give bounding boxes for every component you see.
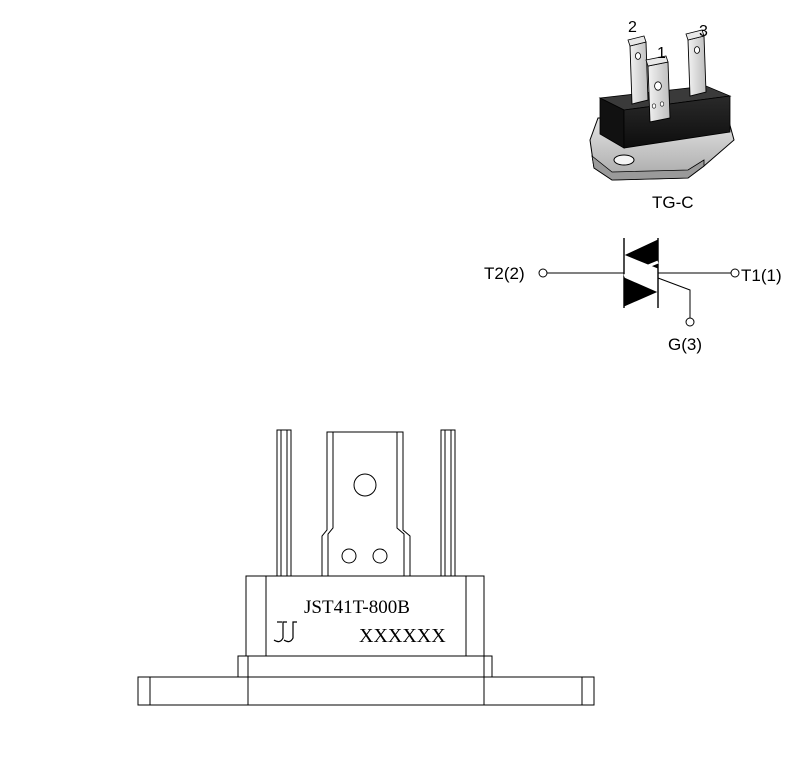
t1-label: T1(1) (741, 266, 782, 285)
outline-tab-hole (353, 473, 377, 497)
t2-terminal-circle (538, 268, 548, 278)
outline-pin-left (276, 429, 292, 577)
package-pin-2 (627, 35, 649, 105)
pin-1-label: 1 (657, 45, 666, 62)
gate-terminal-circle (685, 317, 695, 327)
outline-pin-center (321, 431, 411, 577)
triac-symbol (538, 238, 740, 327)
gate-label: G(3) (668, 335, 702, 354)
t2-label: T2(2) (484, 264, 525, 283)
package-3d-illustration: 2 1 3 TG-C (589, 19, 735, 212)
triac-triangle-lower (623, 277, 658, 307)
part-number-marking: JST41T-800B (304, 597, 410, 618)
package-mounting-hole (613, 154, 635, 166)
outline-pin-right (440, 429, 456, 577)
outline-step (237, 655, 493, 678)
triac-triangle-upper (624, 239, 659, 269)
package-outline-drawing (137, 429, 595, 706)
outline-small-hole-right (372, 548, 388, 564)
manufacturer-logo (273, 621, 297, 643)
lot-code-marking: XXXXXX (359, 625, 446, 647)
t1-terminal-circle (730, 268, 740, 278)
outline-small-hole-left (341, 548, 357, 564)
package-base-front (591, 155, 705, 181)
gate-lead (657, 277, 691, 318)
pin-2-label: 2 (628, 19, 637, 36)
package-pin-1 (645, 55, 671, 123)
pin-3-label: 3 (699, 23, 708, 40)
triac-separator (623, 260, 659, 278)
outline-flange (137, 676, 595, 706)
package-pin-3 (685, 29, 707, 97)
package-name-label: TG-C (652, 193, 694, 212)
